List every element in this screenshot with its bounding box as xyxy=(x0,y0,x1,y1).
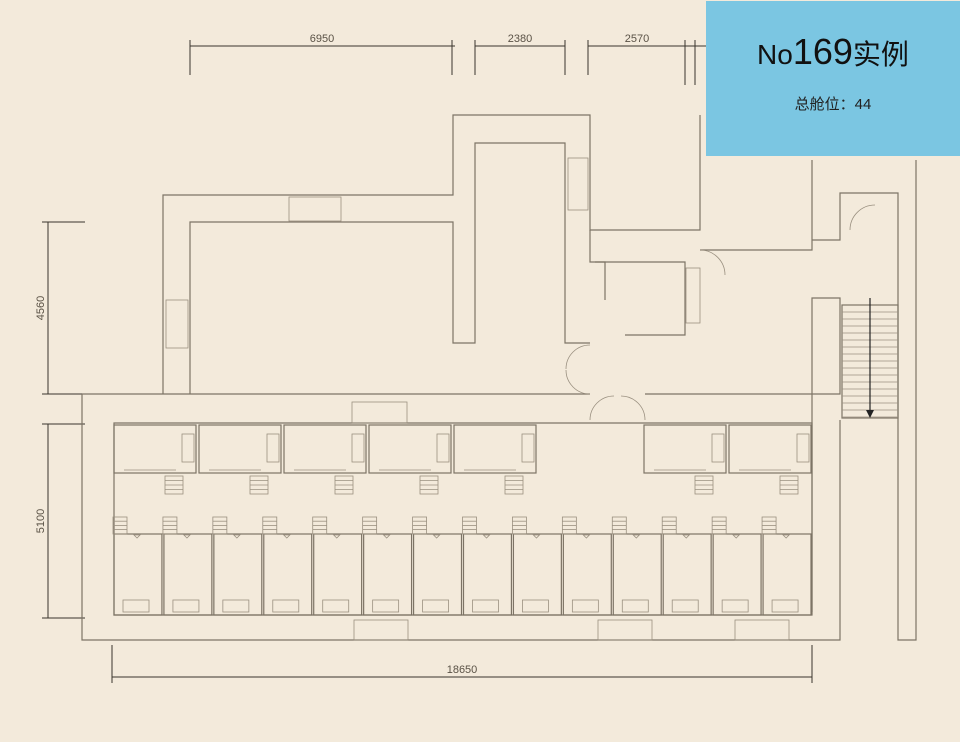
lower-pod xyxy=(212,516,263,616)
info-box: No169实例 总舱位：44 xyxy=(706,1,960,156)
total-capacity: 总舱位：44 xyxy=(794,96,872,113)
lower-pod xyxy=(661,516,712,616)
lower-pod xyxy=(462,516,513,616)
upper-pod xyxy=(368,424,452,495)
lower-pod xyxy=(362,516,413,616)
title-suffix: 实例 xyxy=(852,39,909,70)
lower-pod xyxy=(561,516,612,616)
walls xyxy=(81,114,917,641)
lower-pod xyxy=(412,516,463,616)
dim-left-1: 4560 xyxy=(35,296,47,320)
lower-pod xyxy=(262,516,313,616)
stair-arrow-head xyxy=(866,410,874,418)
upper-pod xyxy=(283,424,367,495)
dimension-lines xyxy=(42,40,813,683)
lower-pod xyxy=(611,516,662,616)
example-title: No169实例 xyxy=(706,31,960,73)
example-number: 169 xyxy=(792,31,853,72)
dim-top-1: 6950 xyxy=(310,33,334,45)
dim-top-3: 2570 xyxy=(625,33,649,45)
upper-pod xyxy=(643,424,727,495)
lower-pod xyxy=(711,516,762,616)
lower-pod xyxy=(512,516,562,616)
title-prefix: No xyxy=(757,39,793,70)
lower-pod xyxy=(112,516,163,616)
upper-pod xyxy=(728,424,812,495)
upper-pod xyxy=(198,424,282,495)
lower-pod xyxy=(162,516,213,616)
dim-top-2: 2380 xyxy=(508,33,532,45)
upper-pod xyxy=(453,424,537,495)
sleeping-pods xyxy=(112,424,812,616)
lower-pod xyxy=(761,516,812,616)
upper-pod xyxy=(113,424,197,495)
dim-bottom: 18650 xyxy=(447,664,478,676)
lower-pod xyxy=(312,516,363,616)
dim-left-2: 5100 xyxy=(35,509,47,533)
